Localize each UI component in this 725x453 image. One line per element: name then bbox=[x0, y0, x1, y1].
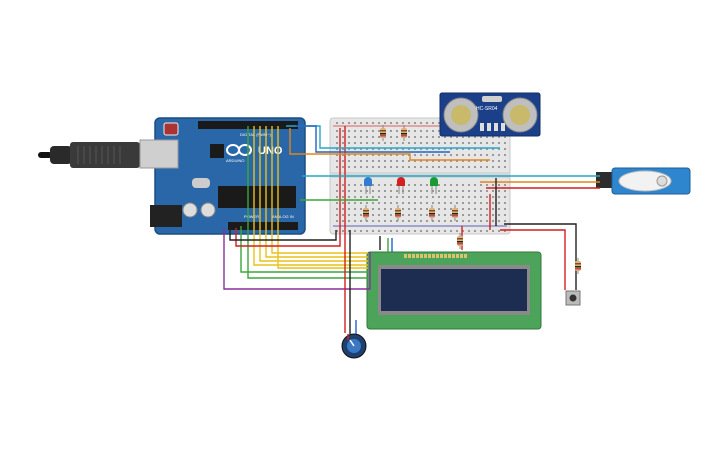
lcd-pin bbox=[464, 254, 467, 258]
lcd-pin bbox=[428, 254, 431, 258]
resistor bbox=[429, 205, 435, 221]
lcd-pin bbox=[456, 254, 459, 258]
lcd-pin bbox=[448, 254, 451, 258]
resistor bbox=[380, 125, 386, 141]
breadboard-holes bbox=[336, 122, 506, 232]
led-red bbox=[397, 177, 405, 194]
lcd-pin bbox=[412, 254, 415, 258]
lcd-pin bbox=[408, 254, 411, 258]
resistor bbox=[395, 205, 401, 221]
power-analog-header bbox=[228, 222, 298, 230]
resistors bbox=[363, 125, 581, 274]
lcd-pin bbox=[424, 254, 427, 258]
lcd-pin bbox=[440, 254, 443, 258]
usb-port bbox=[139, 139, 179, 169]
dc-jack bbox=[150, 205, 182, 227]
leds bbox=[364, 177, 438, 194]
lcd-pin bbox=[452, 254, 455, 258]
arduino-uno-board: UNO ARDUINO POWER ANALOG IN DIGITAL (PWM… bbox=[139, 117, 306, 235]
arduino-infinity-logo bbox=[226, 144, 252, 156]
resistor bbox=[363, 205, 369, 221]
resistor bbox=[452, 205, 458, 221]
reset-button bbox=[163, 122, 179, 136]
atmega-chip bbox=[218, 186, 296, 208]
ultrasonic-sensor: HC-SR04 bbox=[439, 92, 541, 137]
led-blue bbox=[364, 177, 372, 194]
resistor bbox=[457, 233, 463, 249]
power-label: POWER bbox=[244, 214, 259, 219]
analog-label: ANALOG IN bbox=[272, 214, 294, 219]
resistor bbox=[401, 125, 407, 141]
lcd-pin bbox=[432, 254, 435, 258]
sensor-label: HC-SR04 bbox=[476, 106, 498, 112]
servo-motor bbox=[596, 167, 691, 195]
lcd-pin bbox=[436, 254, 439, 258]
pushbutton bbox=[565, 290, 581, 306]
lcd-pin bbox=[460, 254, 463, 258]
board-maker: ARDUINO bbox=[226, 158, 244, 163]
board-brand: UNO bbox=[258, 145, 283, 157]
lcd-pin bbox=[444, 254, 447, 258]
led-green bbox=[430, 177, 438, 194]
lcd-pin bbox=[420, 254, 423, 258]
lcd-display bbox=[366, 251, 542, 330]
lcd-screen bbox=[381, 269, 527, 311]
digital-label: DIGITAL (PWM~) bbox=[240, 132, 272, 137]
wires bbox=[223, 125, 600, 340]
lcd-pin bbox=[404, 254, 407, 258]
lcd-pin bbox=[416, 254, 419, 258]
potentiometer bbox=[341, 333, 367, 359]
resistor bbox=[575, 258, 581, 274]
digital-header bbox=[198, 121, 298, 129]
lcd-pin-header bbox=[404, 254, 467, 258]
